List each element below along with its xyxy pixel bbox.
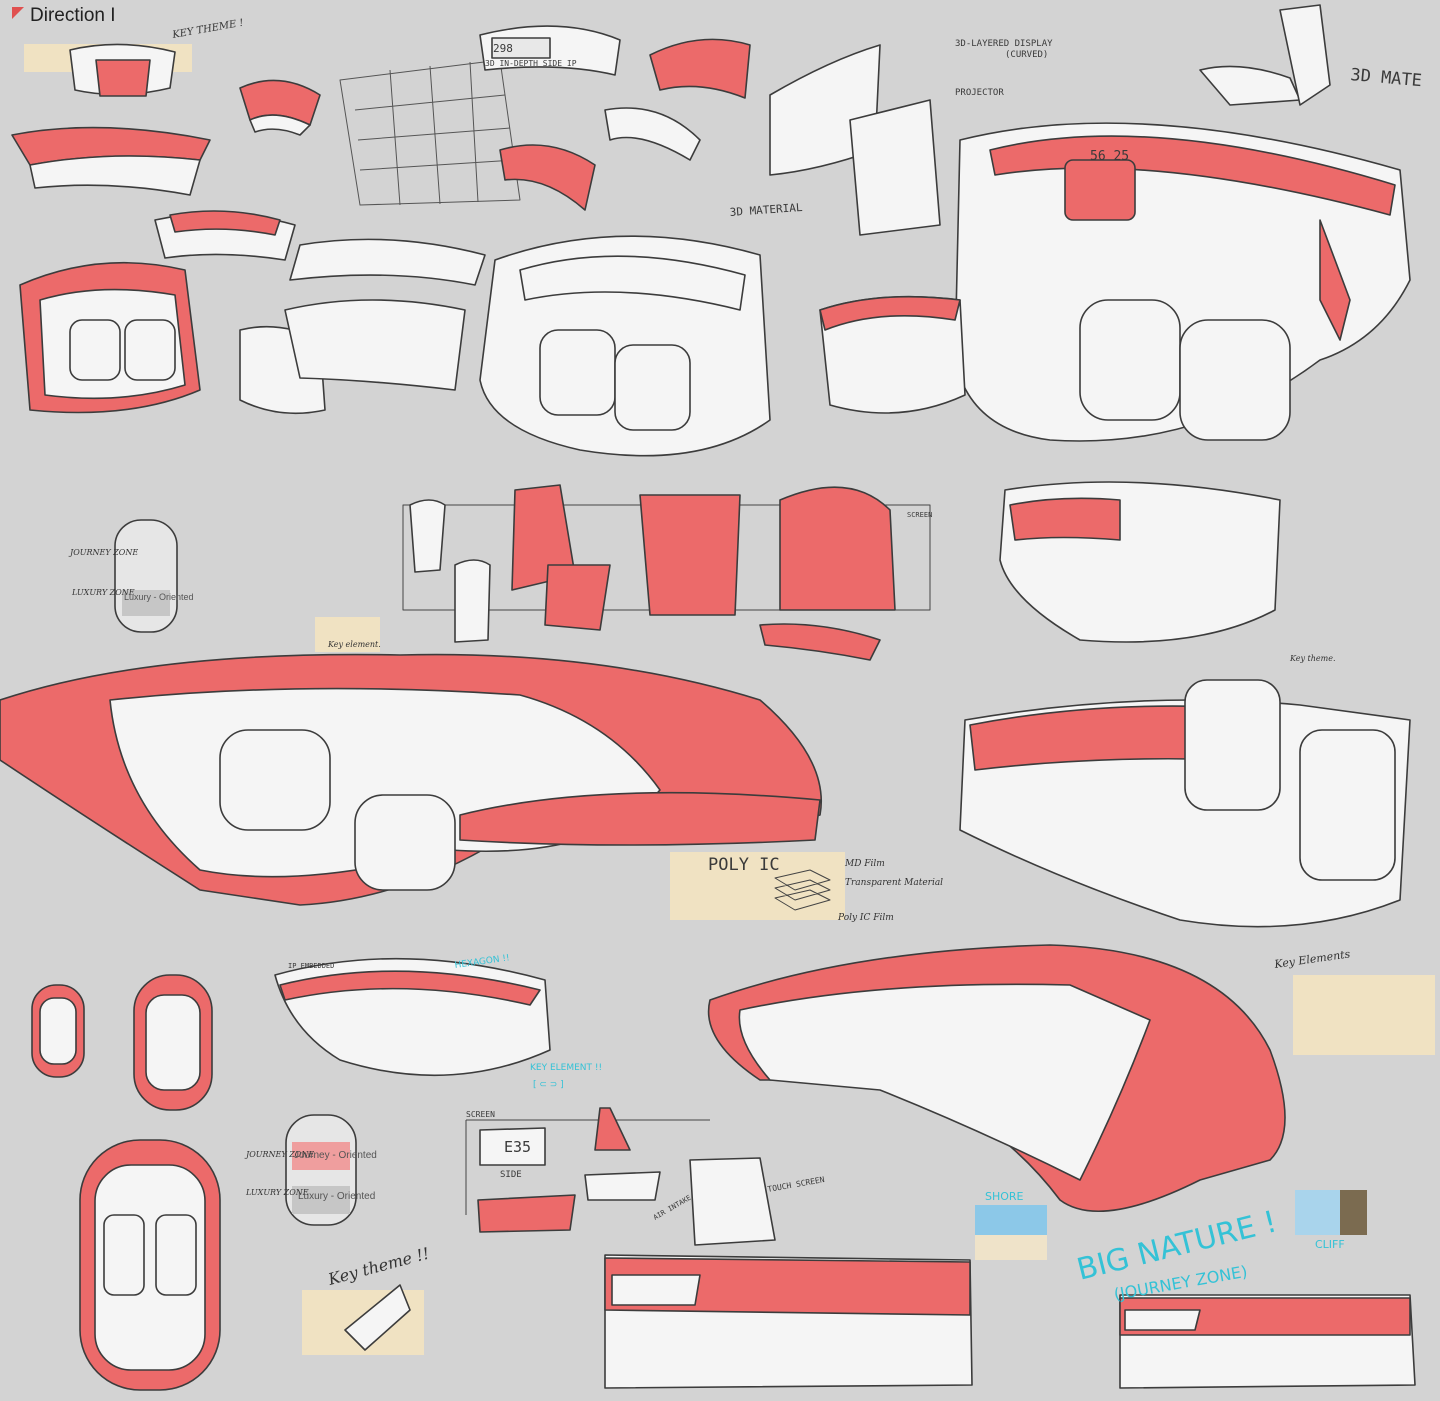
seat-study-box <box>402 484 931 661</box>
annotation-touch-screen: TOUCH SCREEN <box>767 1175 826 1194</box>
annotation-shore: SHORE <box>985 1190 1024 1203</box>
sketch-door-panel-bottom-1 <box>604 1254 973 1389</box>
red-flag-icon <box>12 7 24 19</box>
annotation-projector: PROJECTOR <box>955 88 1004 98</box>
annotation-luxury-oriented-bottom: Luxury - Oriented <box>298 1191 375 1202</box>
annotation-material-3d-right: 3D MATE <box>1350 65 1423 91</box>
sketch-cabin-mid-right-small <box>819 295 966 414</box>
sketch-plan-view-2 <box>133 974 213 1111</box>
sketch-ip-hexagon <box>274 957 551 1077</box>
annotation-digits-left: 298 <box>493 42 513 55</box>
sketch-cabin-big-bottom <box>707 944 1286 1213</box>
annotation-material-3d-center: 3D MATERIAL <box>729 201 803 219</box>
annotation-ip-embedded: IP EMBEDDED <box>288 962 334 970</box>
annotation-journey-zone-bottom: JOURNEY ZONE <box>244 1150 314 1159</box>
annotation-screen-seat: SCREEN <box>907 511 932 519</box>
annotation-air-intake: AIR INTAKE <box>652 1194 693 1222</box>
annotation-poly-ic-film: Poly IC Film <box>837 913 894 923</box>
journey-oriented-chip <box>292 1142 350 1170</box>
sketch-big-cabin-red <box>0 653 822 906</box>
annotation-key-element-bracket: [ ⊂ ⊃ ] <box>533 1080 564 1090</box>
sketch-cabin-door-right-1 <box>999 481 1281 643</box>
sketch-door-panel-bottom-2 <box>1119 1294 1416 1389</box>
annotation-key-theme-top: KEY THEME ! <box>171 18 245 42</box>
shore-photo-sand <box>975 1235 1047 1260</box>
page-title: Direction I <box>30 5 116 26</box>
luxury-oriented-chip-bottom <box>292 1186 350 1214</box>
annotation-display-curved: (CURVED) <box>1005 50 1048 60</box>
annotation-screen-small: SCREEN <box>466 1110 495 1119</box>
sketch-plan-view-large <box>79 1139 221 1391</box>
tan-note-key-elements <box>1293 975 1435 1055</box>
sketch-cockpit-small-2 <box>154 210 296 261</box>
annotation-digits-screen: E35 <box>504 1138 531 1156</box>
sketch-dashboard-small <box>69 43 176 97</box>
annotation-md-film: MD Film <box>844 859 885 869</box>
sketch-ip-bar <box>289 238 486 286</box>
sketch-door-trim-1 <box>649 38 751 99</box>
page-title-block: Direction I <box>12 4 116 28</box>
cliff-photo-rock <box>1340 1190 1367 1235</box>
annotation-journey-oriented: Journey - Oriented <box>294 1150 377 1161</box>
annotation-labels: KEY THEME ! 3D IN-DEPTH SIDE IP 3D-LAYERED… <box>68 18 1423 1304</box>
annotation-luxury-oriented-top: Luxury - Oriented <box>124 592 194 602</box>
annotation-key-element-cyan: KEY ELEMENT !! <box>530 1063 602 1073</box>
sketch-plan-view-1 <box>31 984 85 1078</box>
sketch-steering-pod <box>239 79 321 136</box>
sketch-door-trim-2 <box>604 107 701 161</box>
sketch-key-theme-shape <box>344 1284 411 1351</box>
annotation-journey-zone: JOURNEY ZONE <box>68 548 138 557</box>
sketch-display-projector <box>769 44 941 236</box>
touch-screen-study-box <box>465 1107 776 1246</box>
tan-note-poly-ic <box>670 852 845 920</box>
annotation-luxury-zone-bottom: LUXURY ZONE <box>245 1188 309 1197</box>
sketch-cabin-center <box>479 235 771 457</box>
sketch-seat-top-right <box>1199 4 1331 106</box>
sketch-cabin-right-mid <box>959 679 1411 928</box>
annotation-transparent-material: Transparent Material <box>845 878 943 888</box>
tan-note-key-element <box>315 617 380 652</box>
annotation-luxury-zone: LUXURY ZONE <box>71 588 135 597</box>
annotation-display-layered: 3D-LAYERED DISPLAY <box>955 39 1053 49</box>
poly-ic-layers-icon <box>774 869 831 911</box>
annotation-key-element: Key element. <box>327 640 381 649</box>
sketch-hexagon-grid <box>339 59 521 206</box>
sketch-dash-arc-left <box>11 126 211 196</box>
sketch-door-trim-3 <box>499 144 596 211</box>
annotation-side: SIDE <box>500 1170 522 1180</box>
annotation-key-theme-mid: Key theme. <box>1289 654 1336 663</box>
annotation-ip-3d-side: 3D IN-DEPTH SIDE IP <box>485 59 577 68</box>
annotation-key-theme-bottom: Key theme !! <box>325 1244 431 1290</box>
luxury-oriented-chip <box>122 590 170 616</box>
sketch-3d-side-ip <box>479 25 621 76</box>
sketch-cabin-tl <box>19 261 201 414</box>
sketch-steering-dash-small <box>239 299 466 415</box>
annotation-digits-right: 56 25 <box>1090 149 1129 164</box>
sketches-layer <box>0 4 1435 1391</box>
annotation-cliff: CLIFF <box>1315 1238 1345 1251</box>
annotation-key-elements: Key Elements <box>1273 947 1352 971</box>
annotation-poly-ic: POLY IC <box>708 855 780 875</box>
sketch-cabin-big-right <box>954 122 1411 442</box>
